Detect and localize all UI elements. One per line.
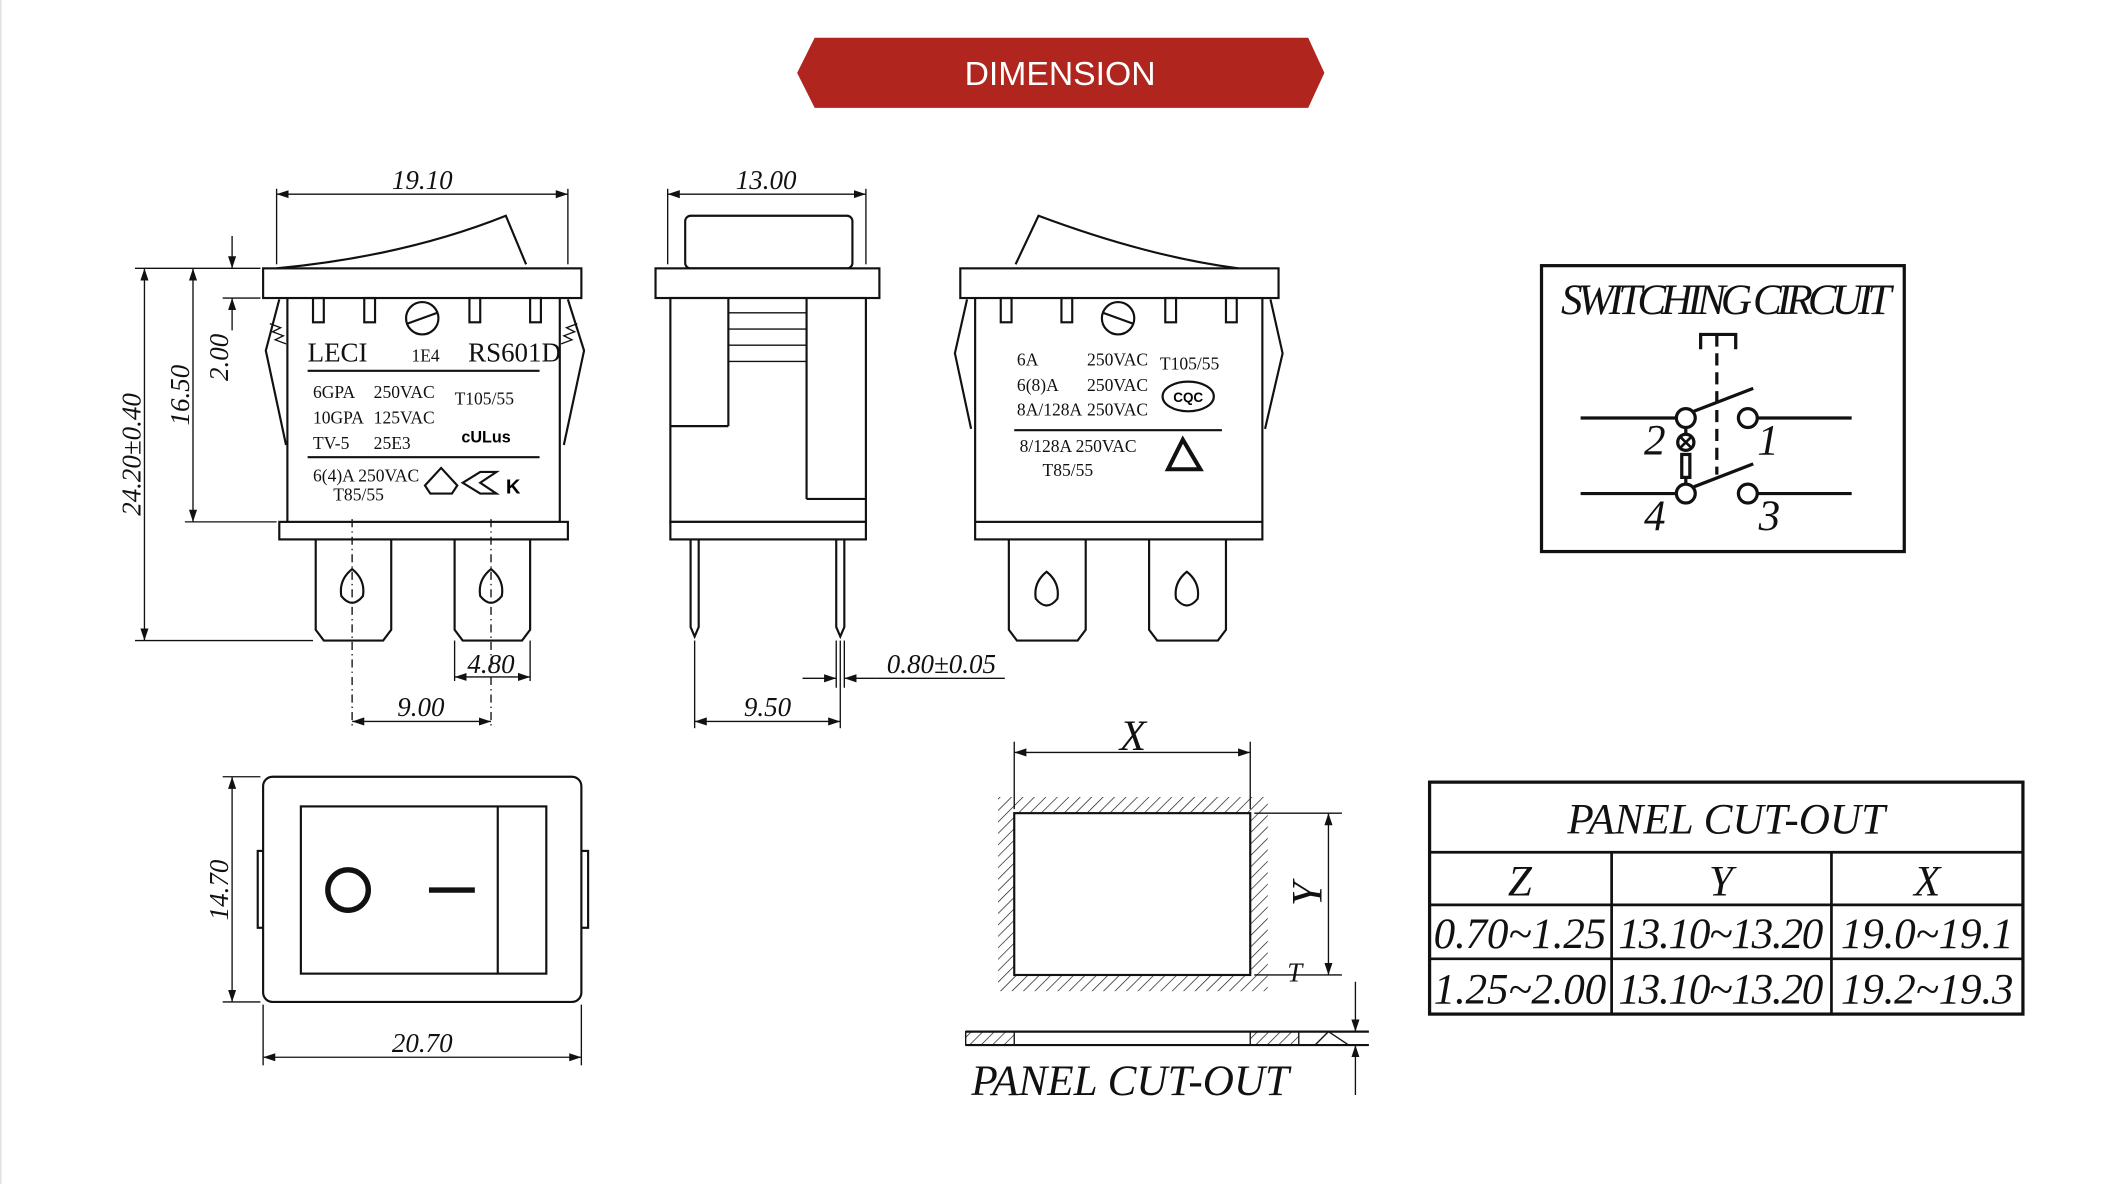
- terminal-2-label: 2: [1644, 417, 1666, 464]
- terminal-3-label: 3: [1758, 493, 1781, 540]
- table-cell: 13.10~13.20: [1618, 966, 1823, 1013]
- back-row-2-b: 250VAC: [1087, 375, 1148, 395]
- front-view: LECI 1E4 RS601D 6GPA 250VAC 10GPA 125VAC…: [116, 165, 586, 729]
- table-title: PANEL CUT-OUT: [1566, 796, 1888, 843]
- back-row-3-b: 250VAC: [1087, 399, 1148, 419]
- front-row-3-b: 25E3: [374, 433, 411, 453]
- panel-cutout-table: PANEL CUT-OUT Z Y X 0.70~1.25 13.10~13.2…: [1427, 780, 2025, 1016]
- dim-pin-pitch: 9.50: [744, 692, 792, 722]
- table-row: 1.25~2.00 13.10~13.20 19.2~19.3: [1434, 966, 2014, 1013]
- front-row-2-b: 125VAC: [374, 407, 435, 427]
- ul-mark-icon: cULus: [461, 428, 510, 446]
- front-row-1-a: 6GPA: [313, 382, 356, 402]
- panel-y-label: Y: [1285, 878, 1332, 906]
- table-cell: 1.25~2.00: [1434, 966, 1607, 1013]
- panel-caption: PANEL CUT-OUT: [970, 1058, 1292, 1105]
- front-row-1-b: 250VAC: [374, 382, 435, 402]
- off-symbol-icon: [325, 867, 371, 913]
- terminal-1-label: 1: [1757, 417, 1779, 464]
- dim-terminal-width: 4.80: [467, 649, 515, 679]
- table-row: 0.70~1.25 13.10~13.20 19.0~19.1: [1434, 911, 2014, 958]
- table-cell: 19.0~19.1: [1841, 911, 2014, 958]
- dimension-banner: DIMENSION: [797, 37, 1325, 108]
- dim-width-side: 13.00: [736, 165, 797, 195]
- side-view: 13.00 9.50 0.80±0.05: [654, 165, 1005, 729]
- back-row-1-a: 6A: [1017, 349, 1039, 369]
- cqc-mark-icon: [1161, 380, 1215, 413]
- ccc-mark-icon: [1164, 435, 1204, 472]
- dim-height-total: 24.20±0.40: [116, 393, 146, 516]
- top-view: 14.70 20.70: [204, 775, 590, 1066]
- table-cell: 13.10~13.20: [1618, 911, 1823, 958]
- dim-height-body: 16.50: [165, 364, 195, 425]
- front-rating: 6(4)A 250VAC: [313, 465, 419, 485]
- back-rating: 8/128A 250VAC: [1020, 436, 1137, 456]
- front-rating-temp: T85/55: [333, 484, 384, 504]
- panel-cutout-drawing: X Y T PANEL CUT-OUT: [965, 713, 1369, 1105]
- dim-top-height: 14.70: [204, 859, 234, 920]
- banner-title: DIMENSION: [965, 55, 1156, 93]
- front-row-2-a: 10GPA: [313, 407, 364, 427]
- terminal-4-label: 4: [1644, 493, 1666, 540]
- back-row-1-b: 250VAC: [1087, 349, 1148, 369]
- table-cell: 19.2~19.3: [1841, 966, 2014, 1013]
- front-code: 1E4: [411, 345, 439, 365]
- back-view: 6A 250VAC 6(8)A 250VAC 8A/128A 250VAC T1…: [953, 214, 1284, 642]
- enec-mark-icon: [460, 470, 500, 495]
- front-row-3-a: TV-5: [313, 433, 350, 453]
- switching-circuit: SWITCHING CIRCUIT 2 1 4 3: [1539, 264, 1906, 554]
- vde-mark-icon: [423, 466, 459, 495]
- panel-x-label: X: [1118, 713, 1148, 760]
- dim-height-top: 2.00: [204, 333, 234, 381]
- table-header-y: Y: [1709, 858, 1737, 905]
- kc-mark-icon: K: [506, 477, 521, 499]
- front-model: RS601D: [468, 337, 561, 367]
- front-brand: LECI: [308, 337, 368, 367]
- front-temp: T105/55: [455, 389, 515, 409]
- back-temp: T105/55: [1160, 353, 1220, 373]
- table-header-x: X: [1912, 858, 1942, 905]
- circuit-title: SWITCHING CIRCUIT: [1561, 277, 1894, 324]
- table-cell: 0.70~1.25: [1434, 911, 1607, 958]
- dim-terminal-pitch: 9.00: [397, 692, 445, 722]
- panel-t-label: T: [1287, 958, 1304, 988]
- dim-pin-thickness: 0.80±0.05: [887, 649, 996, 679]
- dim-width-front: 19.10: [392, 165, 453, 195]
- dim-top-width: 20.70: [392, 1028, 453, 1058]
- back-rating-temp: T85/55: [1043, 460, 1094, 480]
- back-row-3-a: 8A/128A: [1017, 399, 1083, 419]
- cqc-mark-text: CQC: [1173, 390, 1203, 405]
- table-header-z: Z: [1508, 858, 1533, 905]
- back-row-2-a: 6(8)A: [1017, 375, 1059, 395]
- resistor-icon: [1680, 452, 1692, 479]
